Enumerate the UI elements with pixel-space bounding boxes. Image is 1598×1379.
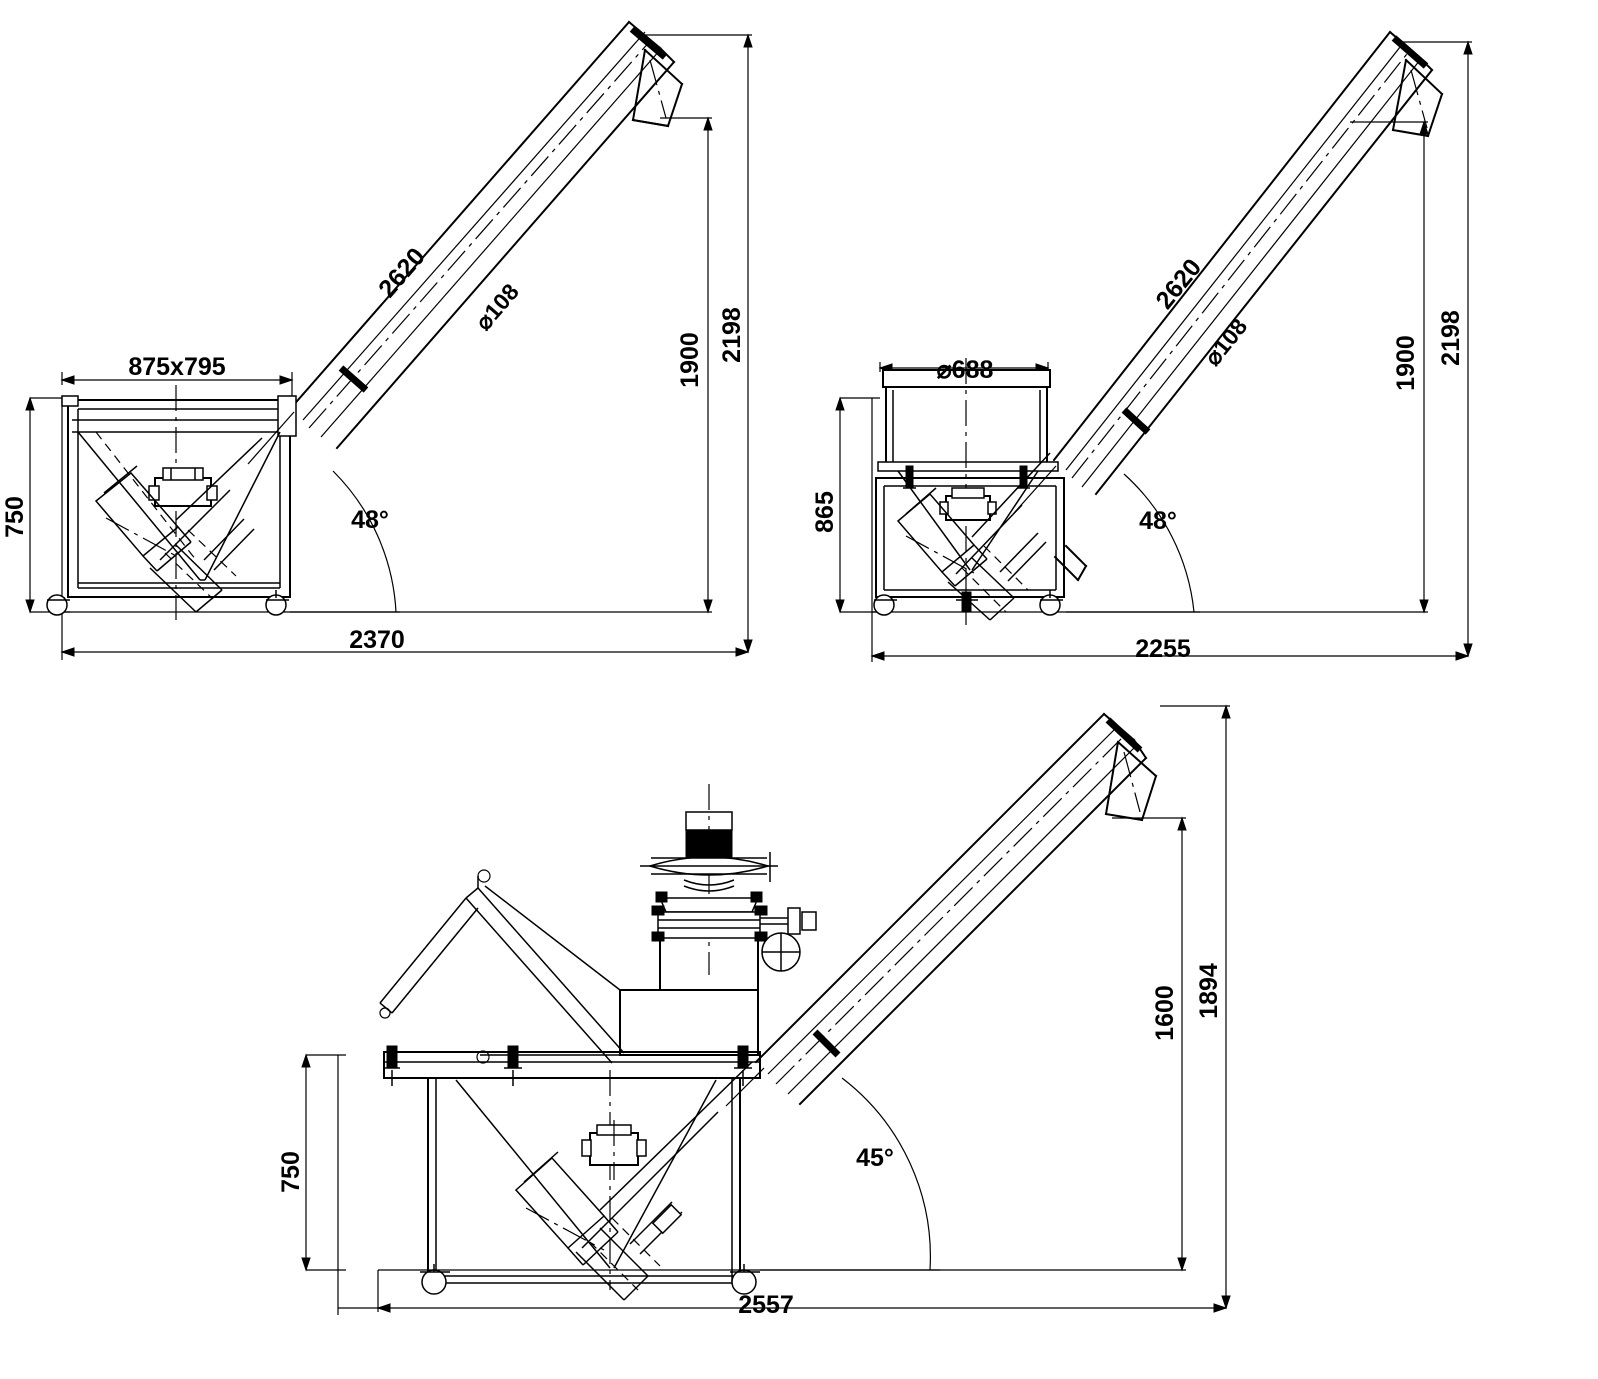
- cart-frame-v2: [875, 465, 1065, 598]
- angle-arc-v1: [247, 411, 400, 613]
- dim-label-width-v1: 2370: [349, 626, 405, 654]
- screw-conveyor-tube-v3: [754, 712, 1158, 1106]
- angle-label-v1: 48°: [351, 506, 389, 534]
- screw-inlet-v3: [575, 1061, 753, 1301]
- dim-label-h2198-v1: 2198: [718, 307, 746, 363]
- view-top-right: ⌀688 2620 ⌀108 1900 2198 865 2255 48°: [811, 30, 1473, 663]
- screw-conveyor-tube-v1: [289, 20, 684, 450]
- round-bin-v2: [877, 358, 1059, 625]
- dimension-arrows-v3: [301, 704, 1231, 1313]
- gearbox-v2: [939, 487, 997, 521]
- gearbox-v1: [148, 467, 218, 507]
- dim-label-h1600-v3: 1600: [1151, 985, 1179, 1041]
- gearbox-v3: [581, 1120, 647, 1180]
- view-bottom: 1600 1894 750 2557 45°: [277, 704, 1231, 1319]
- dim-label-h750-v1: 750: [1, 496, 29, 538]
- cart-frame-v3: [427, 1070, 741, 1291]
- dim-label-h1900-v1: 1900: [676, 332, 704, 388]
- dimension-frame-v1: [29, 34, 752, 660]
- screw-inlet-v1: [149, 437, 263, 613]
- dimension-arrows-v2: [835, 40, 1473, 661]
- screw-inlet-v2: [947, 452, 1088, 621]
- dim-label-width-v2: 2255: [1135, 635, 1191, 663]
- dim-label-width-v3: 2557: [738, 1291, 794, 1319]
- screw-conveyor-tube-v2: [1052, 30, 1444, 496]
- angle-arc-v3: [725, 1067, 940, 1271]
- angle-label-v2: 48°: [1139, 507, 1177, 535]
- dimension-arrows-v1: [25, 33, 753, 657]
- dim-label-bin-v2: ⌀688: [937, 356, 994, 384]
- dim-label-h750-v3: 750: [277, 1151, 305, 1193]
- cart-top-rail-v3: [383, 1045, 761, 1086]
- angle-arc-v2: [1013, 465, 1200, 613]
- casters-v2: [873, 590, 1063, 616]
- dim-label-h865-v2: 865: [811, 491, 839, 533]
- hopper-lid-arm-v3: [379, 869, 625, 1064]
- dim-label-length-v1: 2620: [373, 243, 431, 303]
- view-top-left: 875x795 2620 ⌀108 1900 2198 750 2370 48°: [1, 20, 753, 660]
- angle-label-v3: 45°: [856, 1144, 894, 1172]
- sieve-separator-v3: [640, 784, 817, 991]
- dim-label-h2198-v2: 2198: [1437, 310, 1465, 366]
- dimension-frame-v3: [305, 705, 1230, 1315]
- dim-label-length-v2: 2620: [1150, 254, 1207, 315]
- dimension-frame-v2: [839, 41, 1472, 662]
- dim-label-h1900-v2: 1900: [1392, 335, 1420, 391]
- dim-label-hopper-v1: 875x795: [128, 353, 225, 381]
- drive-motor-v1: [94, 465, 192, 572]
- casters-v1: [46, 590, 289, 616]
- cart-frame-v1: [61, 385, 297, 620]
- hopper-body-v3: [480, 989, 759, 1056]
- dim-label-diameter-v2: ⌀108: [1199, 313, 1252, 370]
- casters-v3: [420, 1264, 760, 1295]
- drive-motor-v3: [514, 1151, 619, 1266]
- dim-label-h1894-v3: 1894: [1195, 963, 1223, 1019]
